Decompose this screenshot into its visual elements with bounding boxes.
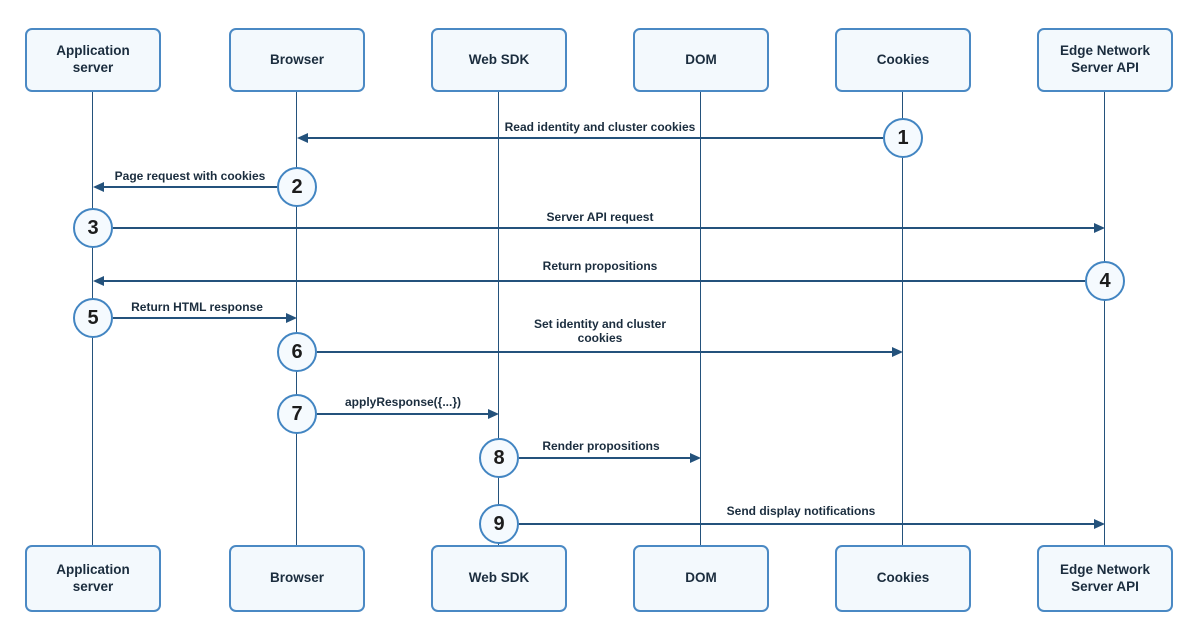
message-arrow-4 bbox=[103, 280, 1085, 282]
arrowhead-right-9 bbox=[1094, 518, 1105, 529]
arrowhead-right-3 bbox=[1094, 222, 1105, 233]
lifeline-dom bbox=[700, 92, 701, 546]
lifeline-web-sdk bbox=[498, 92, 499, 546]
arrowhead-right-7 bbox=[488, 408, 499, 419]
actor-top-application-server: Application server bbox=[25, 28, 161, 92]
message-arrow-7 bbox=[317, 413, 490, 415]
actor-bottom-browser: Browser bbox=[229, 545, 365, 612]
step-circle-5: 5 bbox=[73, 298, 113, 338]
step-circle-4: 4 bbox=[1085, 261, 1125, 301]
message-arrow-2 bbox=[103, 186, 277, 188]
step-circle-2: 2 bbox=[277, 167, 317, 207]
step-number-1: 1 bbox=[897, 126, 909, 149]
step-circle-7: 7 bbox=[277, 394, 317, 434]
actor-top-cookies: Cookies bbox=[835, 28, 971, 92]
actor-bottom-application-server: Application server bbox=[25, 545, 161, 612]
arrowhead-right-6 bbox=[892, 346, 903, 357]
actor-top-browser: Browser bbox=[229, 28, 365, 92]
message-arrow-1 bbox=[307, 137, 883, 139]
lifeline-edge-network bbox=[1104, 92, 1105, 546]
step-number-2: 2 bbox=[291, 175, 303, 198]
step-circle-1: 1 bbox=[883, 118, 923, 158]
step-number-7: 7 bbox=[291, 402, 303, 425]
message-label-9: Send display notifications bbox=[726, 504, 876, 518]
step-number-5: 5 bbox=[87, 306, 99, 329]
message-arrow-5 bbox=[113, 317, 288, 319]
step-circle-3: 3 bbox=[73, 208, 113, 248]
message-arrow-9 bbox=[519, 523, 1096, 525]
arrowhead-left-1 bbox=[297, 132, 308, 143]
message-label-6: Set identity and cluster cookies bbox=[533, 317, 667, 345]
step-circle-8: 8 bbox=[479, 438, 519, 478]
message-label-3: Server API request bbox=[546, 210, 654, 224]
message-label-7: applyResponse({...}) bbox=[344, 395, 462, 409]
arrowhead-right-5 bbox=[286, 312, 297, 323]
message-label-1: Read identity and cluster cookies bbox=[504, 120, 696, 134]
message-label-2: Page request with cookies bbox=[114, 169, 266, 183]
arrowhead-left-4 bbox=[93, 275, 104, 286]
actor-top-edge-network: Edge Network Server API bbox=[1037, 28, 1173, 92]
arrowhead-right-8 bbox=[690, 452, 701, 463]
step-number-4: 4 bbox=[1099, 269, 1111, 292]
message-label-4: Return propositions bbox=[542, 259, 658, 273]
message-arrow-6 bbox=[317, 351, 894, 353]
actor-top-dom: DOM bbox=[633, 28, 769, 92]
message-label-8: Render propositions bbox=[542, 439, 660, 453]
message-arrow-3 bbox=[113, 227, 1096, 229]
actor-bottom-cookies: Cookies bbox=[835, 545, 971, 612]
message-label-5: Return HTML response bbox=[131, 300, 263, 314]
lifeline-cookies bbox=[902, 92, 903, 546]
step-number-9: 9 bbox=[493, 512, 505, 535]
actor-top-web-sdk: Web SDK bbox=[431, 28, 567, 92]
step-circle-6: 6 bbox=[277, 332, 317, 372]
actor-bottom-dom: DOM bbox=[633, 545, 769, 612]
arrowhead-left-2 bbox=[93, 181, 104, 192]
step-number-6: 6 bbox=[291, 340, 303, 363]
actor-bottom-edge-network: Edge Network Server API bbox=[1037, 545, 1173, 612]
step-number-3: 3 bbox=[87, 216, 99, 239]
message-arrow-8 bbox=[519, 457, 692, 459]
step-number-8: 8 bbox=[493, 446, 505, 469]
step-circle-9: 9 bbox=[479, 504, 519, 544]
actor-bottom-web-sdk: Web SDK bbox=[431, 545, 567, 612]
